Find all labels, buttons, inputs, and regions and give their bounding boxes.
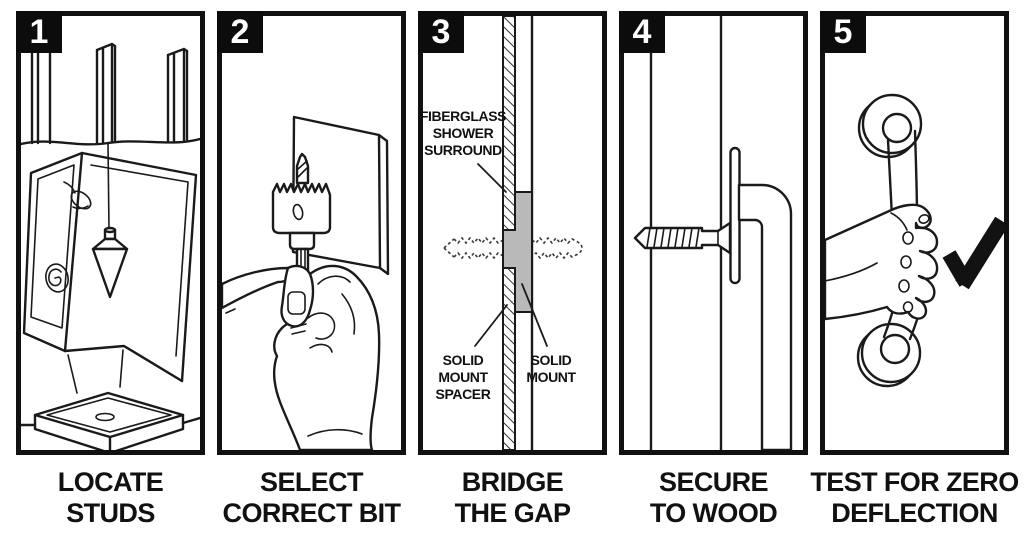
step-1-frame: 1 — [16, 11, 205, 455]
showerhead-icon — [63, 181, 92, 210]
step-number: 5 — [833, 12, 853, 51]
hand-icon — [825, 203, 939, 321]
step-2-number-badge: 2 — [217, 11, 263, 53]
caption-line: BRIDGE — [461, 467, 564, 497]
step-1-number-badge: 1 — [16, 11, 62, 53]
screw-hidden-icon — [443, 236, 583, 260]
label-solid-mount-spacer: SOLID MOUNT SPACER — [435, 352, 491, 402]
caption-line: CORRECT BIT — [222, 498, 402, 528]
caption-line: LOCATE — [57, 467, 164, 497]
leader-lines — [474, 163, 548, 347]
hole-saw-hand-illustration — [222, 115, 390, 450]
instruction-strip: 1 — [16, 11, 1019, 529]
step-2: 2 — [217, 11, 406, 529]
caption-line: TEST FOR ZERO — [810, 467, 1019, 497]
step-1-caption: LOCATE STUDS — [16, 467, 205, 529]
shower-enclosure — [22, 151, 198, 394]
step-number: 2 — [230, 12, 250, 51]
step-5-caption: TEST FOR ZERO DEFLECTION — [810, 467, 1019, 529]
label-fiberglass-shower-surround: FIBERGLASS SHOWER SURROUND — [419, 108, 507, 158]
label-solid-mount: SOLID MOUNT — [526, 352, 576, 385]
thumb — [280, 264, 315, 328]
grab-bar-top-flange — [857, 93, 923, 159]
shower-valve-icon — [45, 263, 69, 293]
step-2-caption: SELECT CORRECT BIT — [217, 467, 406, 529]
step-3-frame: 3 FIBERGLASS SHOWER SURROUND SOLID MOUNT… — [418, 11, 607, 455]
step-5: 5 — [810, 11, 1019, 529]
plumb-bob-icon — [91, 142, 129, 299]
step-5-frame: 5 — [820, 11, 1009, 455]
step-number: 1 — [29, 12, 49, 51]
wall-studs-icon — [30, 42, 189, 145]
step-3-caption: BRIDGE THE GAP — [418, 467, 607, 529]
caption-line: STUDS — [66, 498, 155, 528]
step-4-number-badge: 4 — [619, 11, 665, 53]
screw-icon — [633, 221, 732, 255]
solid-mount-spacer-block — [502, 191, 533, 313]
wall-cross-section-illustration — [443, 16, 583, 450]
hole-saw-bit-icon — [271, 152, 332, 284]
grab-bar-grip-test-illustration — [825, 93, 1004, 388]
step-3: 3 FIBERGLASS SHOWER SURROUND SOLID MOUNT… — [418, 11, 607, 529]
checkmark-icon — [942, 216, 1004, 290]
caption-line: THE GAP — [454, 498, 571, 528]
caption-line: DEFLECTION — [831, 498, 998, 528]
grab-bar — [737, 183, 793, 450]
step-number: 3 — [431, 12, 451, 51]
grab-bar-bottom-flange — [856, 322, 922, 388]
plumb-line — [107, 142, 110, 231]
caption-line: TO WOOD — [649, 498, 778, 528]
step-5-number-badge: 5 — [820, 11, 866, 53]
step-4-caption: SECURE TO WOOD — [619, 467, 808, 529]
step-2-frame: 2 — [217, 11, 406, 455]
shower-plumb-bob-illustration — [21, 42, 200, 450]
caption-line: SELECT — [260, 467, 364, 497]
caption-line: SECURE — [659, 467, 769, 497]
step-4-frame: 4 — [619, 11, 808, 455]
step-4: 4 SECURE TO WOOD — [619, 11, 808, 529]
thumbnail — [287, 291, 306, 315]
thumbnail — [918, 214, 930, 224]
screw-into-wood-illustration — [633, 16, 793, 450]
step-3-number-badge: 3 — [418, 11, 464, 53]
step-number: 4 — [632, 12, 652, 51]
hand-icon — [222, 264, 381, 450]
step-1: 1 — [16, 11, 205, 529]
shower-pan — [21, 391, 200, 450]
